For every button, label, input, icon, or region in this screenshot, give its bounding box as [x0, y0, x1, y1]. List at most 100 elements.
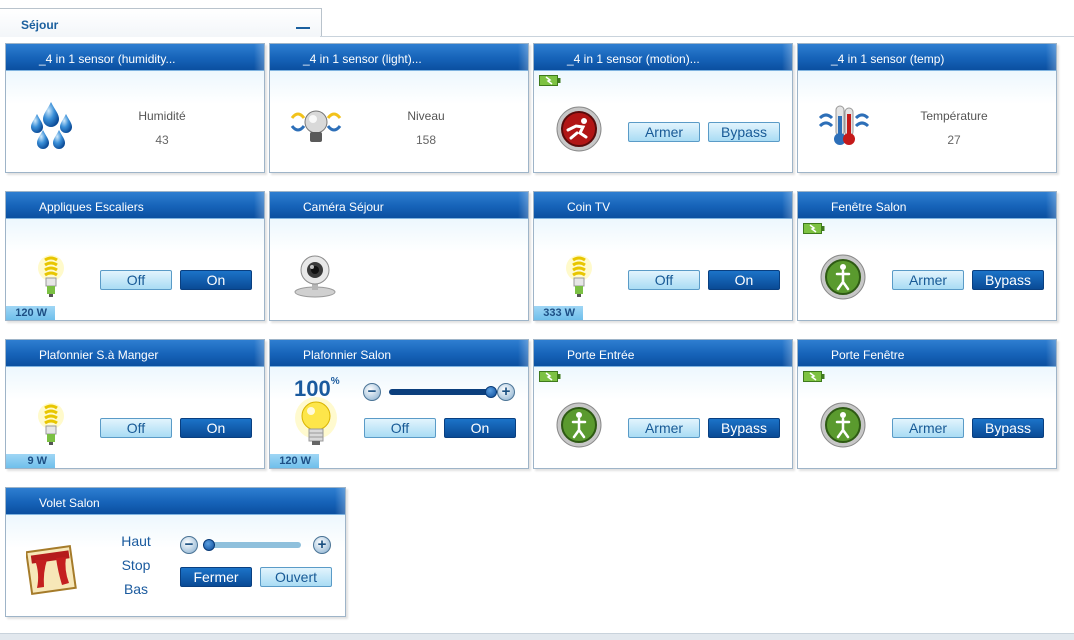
volet-stop[interactable]: Stop: [121, 557, 151, 573]
plus-button[interactable]: +: [313, 536, 331, 554]
power-value: 120 W: [15, 307, 47, 319]
humidity-value: 43: [155, 133, 169, 147]
card-motion: _4 in 1 sensor (motion)... Armer Bypass: [533, 43, 793, 173]
minus-button[interactable]: −: [180, 536, 198, 554]
on-button[interactable]: On: [180, 270, 252, 290]
light-bulb-icon: [295, 397, 337, 445]
power-readout: 120 W: [6, 306, 55, 320]
minus-button[interactable]: −: [363, 383, 381, 401]
on-button[interactable]: On: [444, 418, 516, 438]
battery-icon: [803, 223, 825, 234]
card-header: _4 in 1 sensor (light)...: [270, 44, 528, 71]
card-volet: Volet Salon Haut Stop Bas − + Fermer Ouv…: [5, 487, 346, 617]
footer-bar: [0, 633, 1074, 640]
card-header: Fenêtre Salon: [798, 192, 1056, 219]
on-button[interactable]: On: [708, 270, 780, 290]
card-title: Coin TV: [567, 200, 611, 214]
light-bulb-icon: [38, 403, 64, 445]
battery-icon: [803, 371, 825, 382]
card-plafonnier-salon: Plafonnier Salon 100% − + Off On 120 W: [269, 339, 529, 469]
card-header: Porte Entrée: [534, 340, 792, 367]
card-plafonnier-sam: Plafonnier S.à Manger Off On 9 W: [5, 339, 265, 469]
card-title: Appliques Escaliers: [39, 200, 144, 214]
card-header: _4 in 1 sensor (humidity...: [6, 44, 264, 71]
volet-up[interactable]: Haut: [121, 533, 151, 549]
card-header: Volet Salon: [6, 488, 345, 515]
card-title: _4 in 1 sensor (temp): [831, 52, 945, 66]
dimmer-slider-handle[interactable]: [485, 386, 497, 398]
card-appliques: Appliques Escaliers Off On 120 W: [5, 191, 265, 321]
dimmer-level-unit: %: [330, 376, 340, 387]
card-title: _4 in 1 sensor (motion)...: [567, 52, 700, 66]
card-fenetre-salon: Fenêtre Salon Armer Bypass: [797, 191, 1057, 321]
card-header: Coin TV: [534, 192, 792, 219]
power-value: 9 W: [27, 455, 47, 467]
plus-button[interactable]: +: [497, 383, 515, 401]
arm-button[interactable]: Armer: [892, 270, 964, 290]
light-sensor-icon: [290, 110, 342, 142]
bypass-button[interactable]: Bypass: [708, 122, 780, 142]
arm-button[interactable]: Armer: [628, 122, 700, 142]
bypass-button[interactable]: Bypass: [972, 270, 1044, 290]
card-camera: Caméra Séjour: [269, 191, 529, 321]
dimmer-level-value: 100: [294, 376, 331, 401]
card-porte-fenetre: Porte Fenêtre Armer Bypass: [797, 339, 1057, 469]
webcam-icon[interactable]: [292, 254, 338, 298]
light-bulb-icon: [566, 255, 592, 297]
curtain-icon: [26, 545, 77, 595]
card-temp: _4 in 1 sensor (temp) Température 27: [797, 43, 1057, 173]
off-button[interactable]: Off: [100, 418, 172, 438]
battery-icon: [539, 75, 561, 86]
temp-value: 27: [947, 133, 961, 147]
temp-label: Température: [920, 109, 988, 123]
light-label: Niveau: [407, 109, 445, 123]
collapse-icon[interactable]: [296, 27, 310, 29]
thermometer-icon: [818, 105, 870, 145]
tab-bar: Séjour: [0, 0, 1074, 38]
off-button[interactable]: Off: [100, 270, 172, 290]
card-title: Plafonnier Salon: [303, 348, 392, 362]
door-person-icon[interactable]: [820, 254, 866, 300]
off-button[interactable]: Off: [628, 270, 700, 290]
on-button[interactable]: On: [180, 418, 252, 438]
card-title: _4 in 1 sensor (light)...: [303, 52, 422, 66]
dimmer-level: 100%: [294, 376, 340, 402]
card-cointv: Coin TV Off On 333 W: [533, 191, 793, 321]
open-button[interactable]: Ouvert: [260, 567, 332, 587]
card-title: Porte Entrée: [567, 348, 635, 362]
card-title: Volet Salon: [39, 496, 100, 510]
card-header: Plafonnier Salon: [270, 340, 528, 367]
light-bulb-icon: [38, 255, 64, 297]
volet-down[interactable]: Bas: [123, 581, 149, 597]
card-header: Caméra Séjour: [270, 192, 528, 219]
card-title: Plafonnier S.à Manger: [39, 348, 159, 362]
card-title: Caméra Séjour: [303, 200, 384, 214]
power-readout: 333 W: [534, 306, 583, 320]
card-light: _4 in 1 sensor (light)... Niveau 158: [269, 43, 529, 173]
close-button[interactable]: Fermer: [180, 567, 252, 587]
bypass-button[interactable]: Bypass: [972, 418, 1044, 438]
dimmer-slider[interactable]: [389, 389, 497, 395]
door-person-icon[interactable]: [556, 402, 602, 448]
arm-button[interactable]: Armer: [892, 418, 964, 438]
volet-slider-handle[interactable]: [203, 539, 215, 551]
arm-button[interactable]: Armer: [628, 418, 700, 438]
off-button[interactable]: Off: [364, 418, 436, 438]
card-title: Porte Fenêtre: [831, 348, 905, 362]
card-porte-entree: Porte Entrée Armer Bypass: [533, 339, 793, 469]
volet-slider[interactable]: [203, 542, 301, 548]
bypass-button[interactable]: Bypass: [708, 418, 780, 438]
card-header: Porte Fenêtre: [798, 340, 1056, 367]
battery-icon: [539, 371, 561, 382]
running-person-icon[interactable]: [556, 106, 602, 152]
power-readout: 120 W: [270, 454, 319, 468]
card-title: Fenêtre Salon: [831, 200, 907, 214]
card-header: Appliques Escaliers: [6, 192, 264, 219]
power-readout: 9 W: [6, 454, 55, 468]
room-tab[interactable]: Séjour: [0, 8, 322, 37]
card-title: _4 in 1 sensor (humidity...: [39, 52, 176, 66]
water-drops-icon: [31, 102, 72, 149]
power-value: 333 W: [543, 307, 575, 319]
door-person-icon[interactable]: [820, 402, 866, 448]
card-humidity: _4 in 1 sensor (humidity... Humidité 43: [5, 43, 265, 173]
